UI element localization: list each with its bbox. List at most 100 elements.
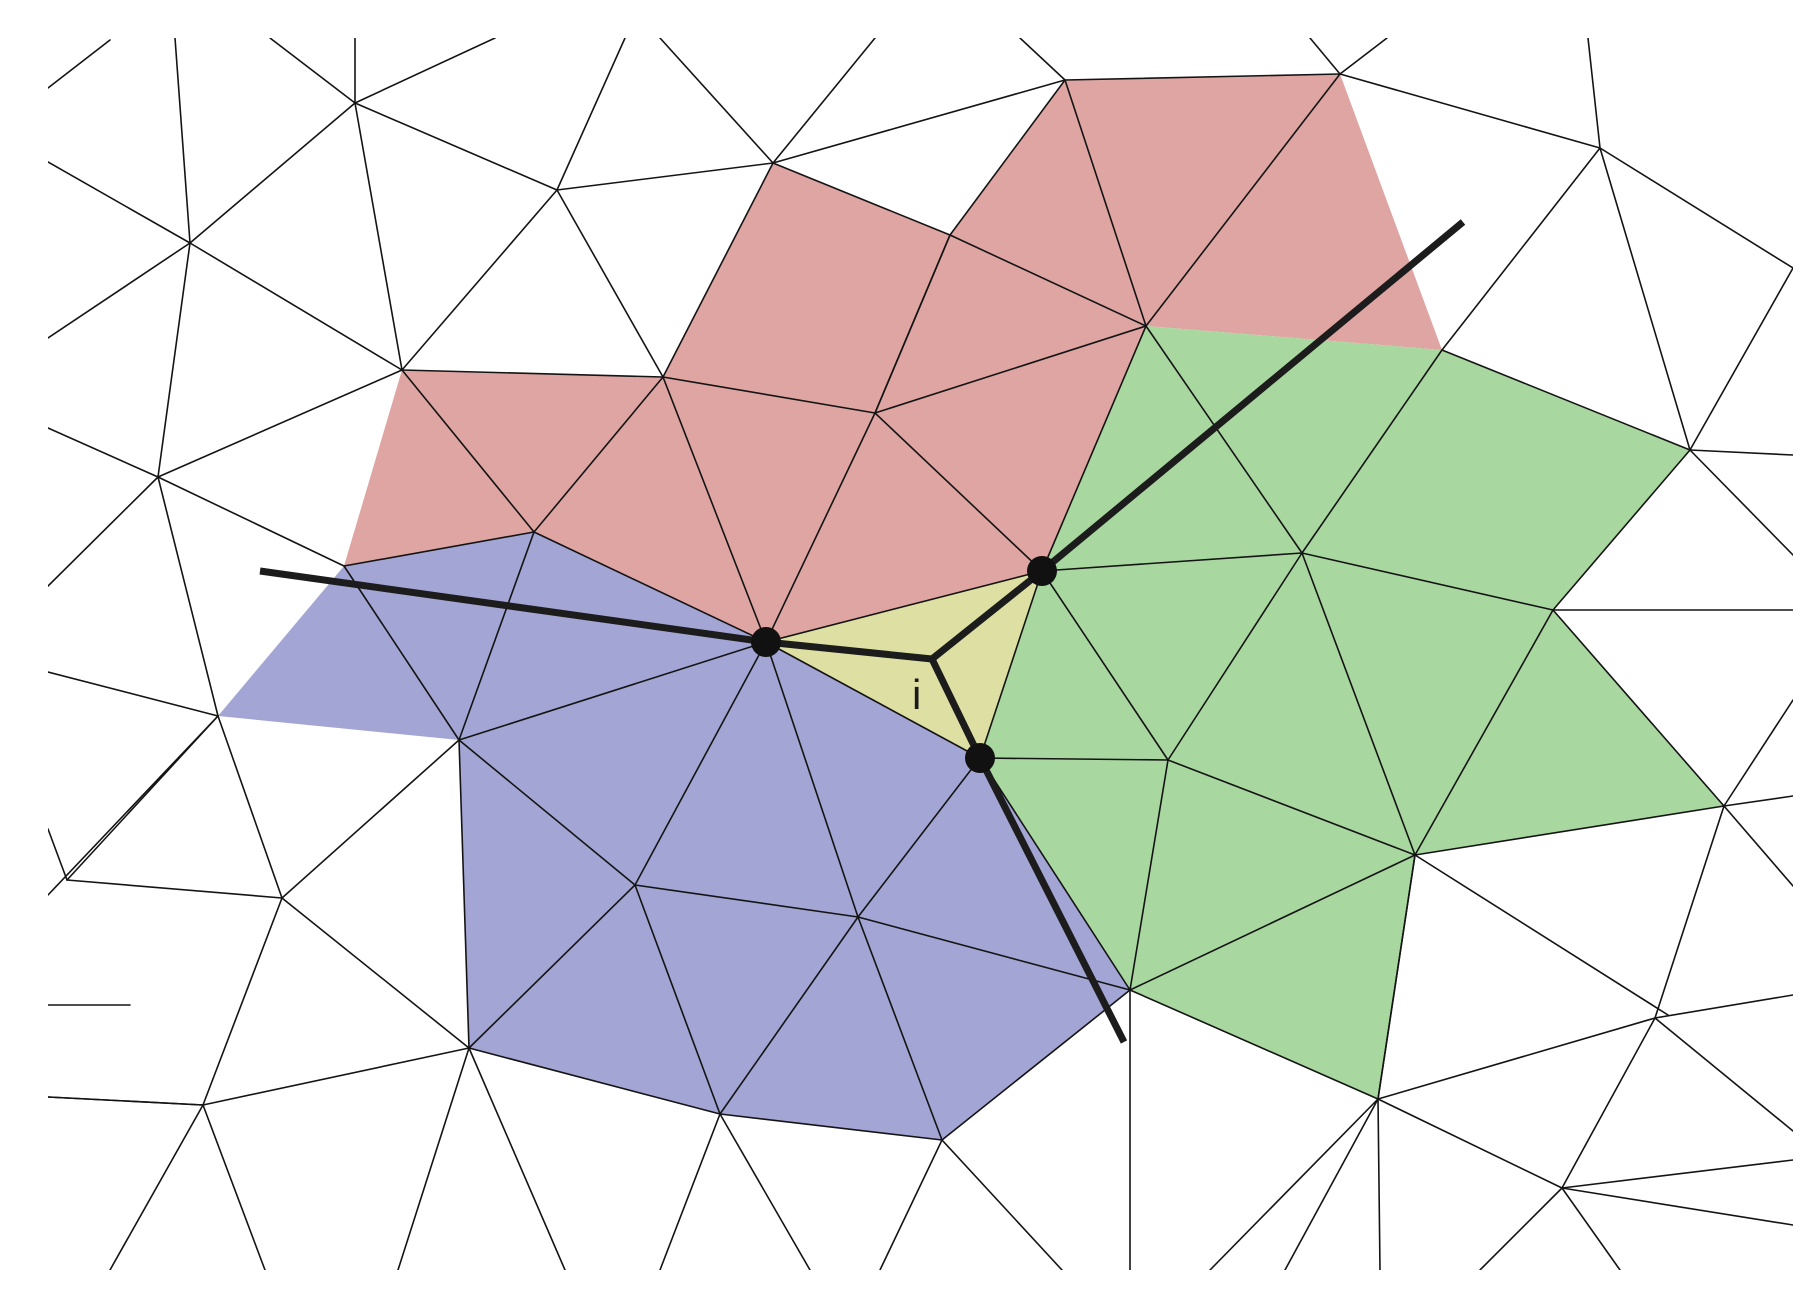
mesh-edge bbox=[48, 242, 191, 339]
mesh-edge bbox=[1414, 609, 1554, 856]
mesh-edge bbox=[157, 369, 403, 478]
mesh-edge bbox=[1552, 609, 1725, 807]
mesh-edge bbox=[202, 1104, 266, 1270]
mesh-edge bbox=[1301, 349, 1443, 554]
mesh-edge bbox=[765, 412, 876, 643]
mesh-edge bbox=[354, 102, 403, 371]
mesh-edge bbox=[1064, 73, 1341, 81]
mesh-edge bbox=[343, 531, 535, 567]
mesh-edge bbox=[979, 757, 1131, 991]
mesh-edge bbox=[401, 189, 558, 371]
mesh-edge bbox=[979, 570, 1043, 759]
mesh-edge bbox=[1129, 854, 1416, 991]
mesh-edge bbox=[874, 234, 951, 414]
mesh-edge bbox=[1561, 1187, 1621, 1270]
mesh-edge bbox=[401, 369, 535, 533]
mesh-edge bbox=[634, 884, 721, 1115]
mesh-edge bbox=[1377, 854, 1416, 1100]
mesh-edge bbox=[1599, 147, 1793, 269]
mesh-edge bbox=[281, 739, 460, 899]
mesh-edge bbox=[109, 1104, 204, 1270]
mesh-edge bbox=[556, 38, 626, 191]
mesh-edge bbox=[1064, 79, 1147, 327]
mesh-edge bbox=[1041, 570, 1169, 761]
vertex-marker-top bbox=[1027, 556, 1057, 586]
mesh-edge bbox=[157, 242, 191, 478]
mesh-edge bbox=[1167, 759, 1416, 856]
mesh-edge bbox=[157, 476, 345, 567]
mesh-edge bbox=[634, 884, 859, 918]
mesh-edge bbox=[217, 715, 283, 899]
yellow-triangle bbox=[766, 571, 1042, 758]
mesh-edge bbox=[1441, 349, 1691, 451]
mesh-edge bbox=[468, 1047, 721, 1115]
mesh-edge bbox=[765, 641, 859, 918]
mesh-edge bbox=[659, 38, 774, 164]
mesh-edge bbox=[468, 1047, 566, 1270]
vertex-markers bbox=[751, 556, 1057, 773]
mesh-edge bbox=[1339, 38, 1388, 75]
triangle-label-i: i bbox=[912, 671, 921, 718]
green-region bbox=[980, 326, 1724, 1099]
mesh-edge bbox=[66, 715, 219, 881]
mesh-edge bbox=[662, 376, 876, 414]
mesh-edge bbox=[1689, 267, 1793, 451]
mesh-edge bbox=[1441, 147, 1601, 351]
mesh-edge bbox=[1414, 854, 1669, 1016]
mesh-edge bbox=[202, 1047, 470, 1106]
mesh-edge bbox=[719, 1113, 943, 1141]
mesh-edge bbox=[1129, 759, 1169, 991]
mesh-edge bbox=[979, 757, 1169, 761]
mesh-edge bbox=[1301, 552, 1416, 856]
mesh-edge bbox=[1654, 1017, 1793, 1132]
mesh-edge bbox=[1561, 1017, 1656, 1189]
mesh-edge bbox=[1019, 38, 1066, 81]
mesh-edge bbox=[354, 38, 496, 104]
mesh-edge bbox=[772, 162, 951, 236]
mesh-edge bbox=[662, 376, 767, 643]
mesh-edge bbox=[468, 884, 636, 1049]
mesh-edge bbox=[202, 897, 283, 1106]
mesh-edge bbox=[634, 641, 767, 886]
mesh-edge bbox=[772, 38, 876, 164]
mesh-edge bbox=[1561, 1187, 1793, 1226]
mesh-edge bbox=[719, 1113, 811, 1270]
mesh-edge bbox=[1377, 1017, 1656, 1100]
triangle-mesh bbox=[48, 38, 1793, 1270]
vertex-marker-left bbox=[751, 627, 781, 657]
mesh-edge bbox=[458, 641, 767, 741]
mesh-edge bbox=[1129, 989, 1379, 1100]
mesh-edge bbox=[772, 79, 1066, 164]
mesh-edge bbox=[1284, 1098, 1379, 1270]
mesh-edge bbox=[719, 916, 859, 1115]
blue-region bbox=[218, 532, 1130, 1140]
mesh-edge bbox=[857, 757, 981, 918]
mesh-edge bbox=[1689, 449, 1793, 556]
mesh-edge bbox=[458, 739, 636, 886]
mesh-edge bbox=[1561, 1159, 1793, 1189]
mesh-edge bbox=[1167, 552, 1303, 761]
mesh-edge bbox=[857, 916, 943, 1141]
mesh-edge bbox=[857, 916, 1131, 991]
mesh-edge bbox=[941, 1139, 1063, 1270]
mesh-edge bbox=[1414, 805, 1725, 856]
mesh-edge bbox=[48, 161, 191, 244]
mesh-edge bbox=[949, 79, 1066, 236]
mesh-edge bbox=[343, 565, 460, 741]
mesh-edge bbox=[533, 376, 664, 533]
mesh-edge bbox=[662, 162, 774, 378]
mesh-edge bbox=[1209, 1098, 1379, 1270]
mesh-edge bbox=[1145, 325, 1303, 554]
mesh-edge bbox=[48, 427, 159, 478]
mesh-edge bbox=[397, 1047, 470, 1270]
mesh-edge bbox=[949, 234, 1147, 327]
mesh-edge bbox=[48, 671, 219, 717]
mesh-edge bbox=[1723, 795, 1793, 807]
mesh-edge bbox=[401, 369, 664, 378]
mesh-edge bbox=[48, 476, 159, 587]
mesh-edge bbox=[1339, 73, 1601, 149]
mesh-edge bbox=[48, 828, 68, 881]
mesh-edge bbox=[1145, 73, 1341, 327]
vertex-marker-bottom bbox=[965, 743, 995, 773]
